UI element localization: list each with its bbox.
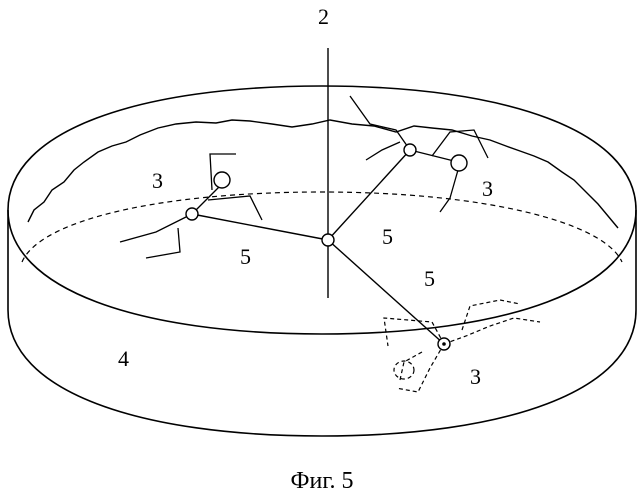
zone-label-left-middle: 5	[240, 246, 251, 268]
body-label-4: 4	[118, 348, 129, 370]
zone-label-right-middle: 5	[424, 268, 435, 290]
lower-node-dot	[442, 342, 446, 346]
zone-label-lower-right: 3	[470, 366, 481, 388]
figure-caption: Фиг. 5	[0, 468, 644, 494]
inner-dashed-ellipse	[22, 192, 622, 262]
link-center-to-lower-node	[328, 240, 444, 344]
zone-label-upper-right: 3	[482, 178, 493, 200]
left-bulb-circle	[214, 172, 230, 188]
link-center-to-left-node	[192, 214, 328, 240]
center-node	[322, 234, 334, 246]
left-node	[186, 208, 198, 220]
lower-node-branches	[384, 300, 540, 392]
zone-label-upper-left: 3	[152, 170, 163, 192]
cylinder-bottom-rim	[8, 310, 636, 436]
upper-right-bulb-circle	[451, 155, 467, 171]
link-center-to-upper-node	[328, 150, 410, 240]
axis-label: 2	[318, 6, 329, 28]
upper-node	[404, 144, 416, 156]
zone-label-center: 5	[382, 226, 393, 248]
upper-node-branches	[350, 96, 488, 212]
cylinder-top-rim	[8, 86, 636, 334]
